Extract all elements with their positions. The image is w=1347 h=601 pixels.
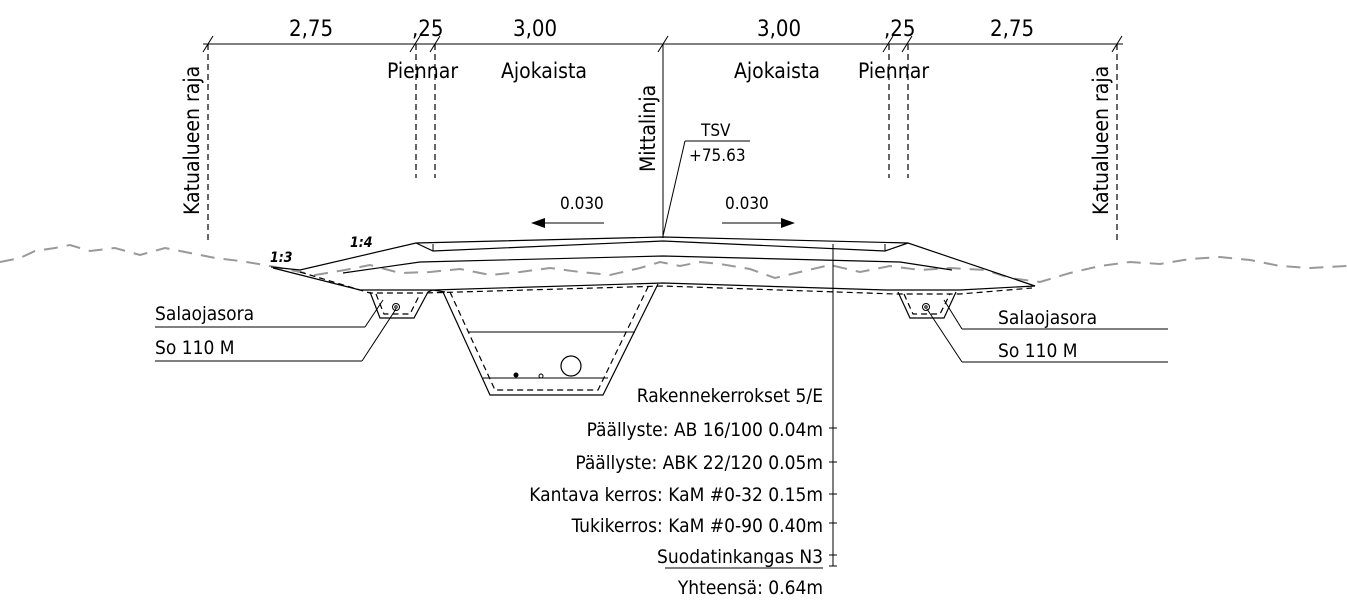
large-pipe-icon bbox=[560, 355, 582, 377]
layer-item: Suodatinkangas N3 bbox=[657, 546, 823, 568]
slope-ratio-inner: 1:4 bbox=[350, 235, 373, 251]
drain-right-material: Salaojasora bbox=[998, 307, 1097, 329]
slope-right-label: 0.030 bbox=[725, 194, 769, 214]
drain-right bbox=[897, 291, 957, 319]
slope-arrow-left: 0.030 bbox=[531, 194, 604, 228]
shoulder-left-label: Piennar bbox=[387, 59, 458, 83]
drain-left-labels: Salaojasora So 110 M bbox=[155, 299, 397, 362]
cable-icon bbox=[513, 372, 519, 378]
shoulder-right-label: Piennar bbox=[858, 59, 929, 83]
tsv-marker: TSV +75.63 bbox=[662, 121, 750, 237]
slope-arrow-right: 0.030 bbox=[722, 194, 795, 228]
dim-left-outer: 2,75 bbox=[289, 17, 333, 42]
layer-item: Kantava kerros: KaM #0-32 0.15m bbox=[529, 484, 823, 506]
drain-left bbox=[369, 289, 446, 319]
drain-right-labels: Salaojasora So 110 M bbox=[926, 299, 1168, 363]
drain-right-pipe: So 110 M bbox=[998, 340, 1078, 362]
layer-item: Tukikerros: KaM #0-90 0.40m bbox=[571, 515, 823, 537]
centerline-label: Mittalinja bbox=[636, 85, 660, 172]
layer-item: Päällyste: AB 16/100 0.04m bbox=[587, 419, 823, 441]
lane-right-label: Ajokaista bbox=[734, 59, 820, 83]
pavement bbox=[270, 236, 1036, 295]
slope-left-label: 0.030 bbox=[560, 194, 604, 214]
dimension-line: 2,75 ,25 3,00 3,00 ,25 2,75 bbox=[202, 17, 1123, 53]
dim-right-shoulder: ,25 bbox=[884, 17, 915, 42]
drain-left-material: Salaojasora bbox=[155, 303, 254, 325]
dim-left-lane: 3,00 bbox=[513, 17, 557, 42]
lane-left-label: Ajokaista bbox=[501, 59, 587, 83]
dim-right-lane: 3,00 bbox=[757, 17, 801, 42]
layers-title: Rakennekerrokset 5/E bbox=[637, 385, 823, 407]
street-boundary-right-label: Katualueen raja bbox=[1089, 66, 1113, 215]
existing-ground-line bbox=[0, 243, 1347, 284]
utility-trench bbox=[442, 283, 659, 396]
slope-ratio-outer: 1:3 bbox=[270, 250, 293, 266]
layers-total: Yhteensä: 0.64m bbox=[677, 577, 823, 599]
street-boundary-left-label: Katualueen raja bbox=[180, 66, 204, 215]
layer-item: Päällyste: ABK 22/120 0.05m bbox=[575, 452, 823, 474]
dim-right-outer: 2,75 bbox=[990, 17, 1034, 42]
dim-left-shoulder: ,25 bbox=[412, 17, 443, 42]
layer-leader bbox=[829, 244, 837, 567]
tsv-label: TSV bbox=[700, 121, 731, 141]
elevation-label: +75.63 bbox=[689, 146, 746, 166]
drain-left-pipe: So 110 M bbox=[155, 337, 235, 359]
small-pipe-icon bbox=[538, 373, 544, 379]
layer-table: Rakennekerrokset 5/E Päällyste: AB 16/10… bbox=[529, 385, 823, 599]
